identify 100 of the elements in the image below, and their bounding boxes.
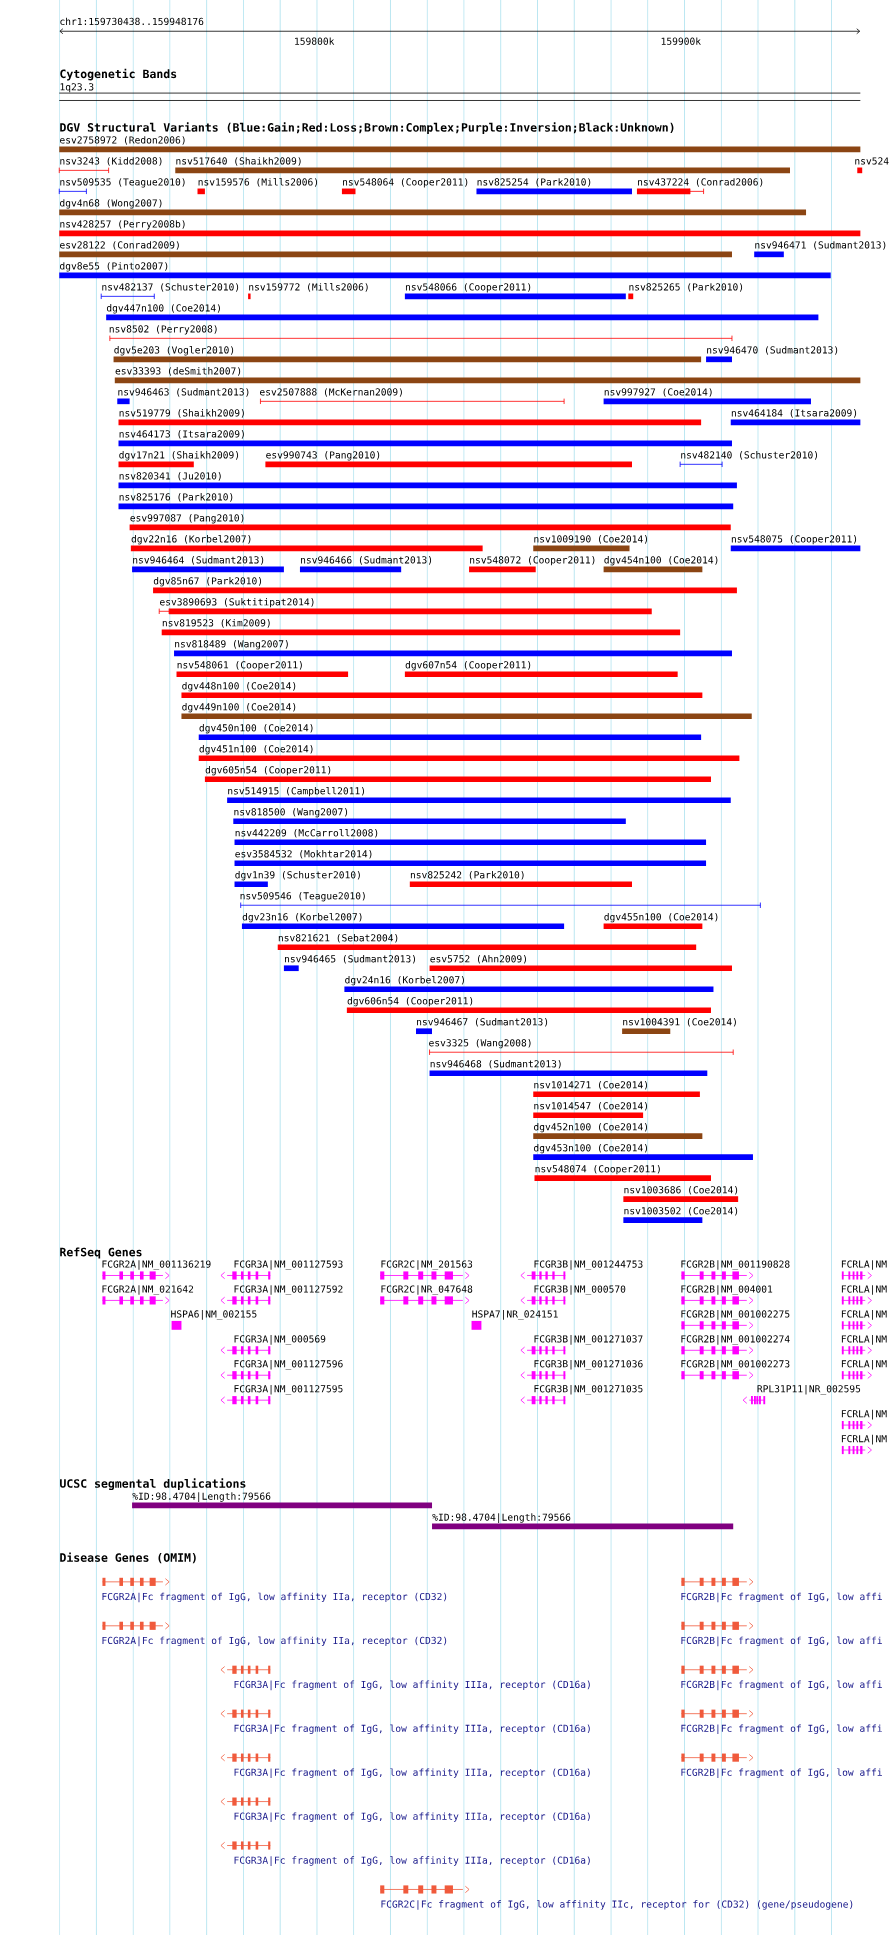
variant-label: nsv1009190 (Coe2014) — [534, 535, 648, 544]
variant-label: nsv464173 (Itsara2009) — [119, 430, 244, 439]
gene-label: FCGR3A|NM_001127596 — [234, 1360, 343, 1370]
variant-label: dgv23n16 (Korbel2007) — [242, 913, 362, 923]
variant-label: dgv5e203 (Vogler2010) — [114, 346, 234, 356]
gene-label: FCGR2B|NM_001002273 — [681, 1360, 790, 1370]
variant-label: nsv159772 (Mills2006) — [249, 283, 368, 292]
variant-label: dgv453n100 (Coe2014) — [534, 1144, 648, 1154]
disease-gene-label: FCGR2B|Fc fragment of IgG, low affi — [681, 1636, 882, 1647]
variant-label: nsv1014271 (Coe2014) — [534, 1081, 648, 1090]
variant-label: dgv17n21 (Shaikh2009) — [119, 451, 239, 461]
variant-label: esv3325 (Wang2008) — [429, 1039, 531, 1049]
variant-label: nsv825242 (Park2010) — [410, 871, 524, 880]
gene-label: FCGR3A|NM_000569 — [234, 1335, 326, 1345]
variant-label: dgv605n54 (Cooper2011) — [205, 766, 331, 776]
gene-label: FCGR2C|NM_201563 — [381, 1260, 473, 1270]
variant-label: nsv3243 (Kidd2008) — [60, 157, 162, 166]
gene-label: FCGR3A|NM_001127593 — [234, 1260, 343, 1270]
gene-label: FCRLA|NM — [841, 1335, 887, 1345]
variant-label: dgv452n100 (Coe2014) — [534, 1123, 648, 1133]
band-label: 1q23.3 — [60, 83, 94, 93]
gene-label: HSPA7|NR_024151 — [472, 1310, 558, 1320]
axis-label: 159800k — [295, 37, 335, 45]
variant-label: esv2507888 (McKernan2009) — [260, 388, 402, 397]
variant-label: dgv450n100 (Coe2014) — [199, 724, 313, 734]
variant-label: nsv548066 (Cooper2011) — [406, 283, 531, 293]
gene-label: FCGR2B|NM_001002274 — [681, 1335, 790, 1345]
variant-label: nsv437224 (Conrad2006) — [638, 178, 763, 187]
variant-label: esv990743 (Pang2010) — [266, 451, 380, 461]
duplication-label: %ID:98.4704|Length:79566 — [132, 1492, 271, 1502]
variant-label: nsv819523 (Kim2009) — [162, 619, 270, 628]
track-title: DGV Structural Variants (Blue:Gain;Red:Loss;Brown:Complex;Purple:Inversion;Black:Unknown) — [60, 122, 674, 134]
variant-label: nsv946465 (Sudmant2013) — [285, 955, 416, 964]
variant-label: nsv8502 (Perry2008) — [109, 325, 217, 335]
variant-label: nsv820341 (Ju2010) — [119, 472, 221, 481]
gene-label: FCGR3B|NM_001271036 — [534, 1360, 643, 1370]
variant-label: nsv548064 (Cooper2011) — [343, 178, 468, 188]
gene-label: FCRLA|NM — [841, 1260, 887, 1270]
track-title: UCSC segmental duplications — [60, 1478, 246, 1491]
variant-label: esv5752 (Ahn2009) — [430, 955, 526, 964]
gene-label: FCGR2B|NM_004001 — [681, 1285, 773, 1295]
variant-label: nsv825176 (Park2010) — [119, 493, 233, 502]
variant-label: esv33393 (deSmith2007) — [115, 367, 241, 376]
variant-label: nsv509535 (Teague2010) — [60, 178, 185, 188]
variant-label: dgv85n67 (Park2010) — [153, 577, 262, 587]
variant-label: dgv451n100 (Coe2014) — [199, 745, 313, 755]
disease-gene-label: FCGR2B|Fc fragment of IgG, low affi — [681, 1768, 882, 1779]
variant-label: nsv1003686 (Coe2014) — [624, 1186, 738, 1195]
gene-label: FCGR3A|NM_001127595 — [234, 1384, 343, 1395]
gene-label: FCGR2B|NM_001002275 — [681, 1310, 790, 1320]
variant-label: nsv825265 (Park2010) — [629, 283, 743, 292]
variant-label: dgv447n100 (Coe2014) — [106, 304, 220, 314]
disease-gene-label: FCGR3A|Fc fragment of IgG, low affinity IIIa, receptor (CD16a) — [234, 1856, 590, 1866]
variant-label: dgv606n54 (Cooper2011) — [347, 997, 473, 1007]
variant-label: nsv548061 (Cooper2011) — [177, 661, 302, 671]
variant-label: nsv482140 (Schuster2010) — [681, 451, 818, 460]
gene-label: FCGR3B|NM_000570 — [534, 1285, 626, 1295]
variant-label: esv3584532 (Mokhtar2014) — [235, 850, 372, 859]
variant-label: nsv946471 (Sudmant2013) — [755, 241, 886, 250]
disease-gene-label: FCGR2A|Fc fragment of IgG, low affinity IIa, receptor (CD32) — [102, 1636, 447, 1647]
variant-label: dgv4n68 (Wong2007) — [60, 199, 162, 209]
variant-label: nsv946464 (Sudmant2013) — [133, 556, 264, 565]
disease-gene-label: FCGR2B|Fc fragment of IgG, low affi — [681, 1592, 882, 1603]
track-title: Cytogenetic Bands — [60, 68, 177, 81]
variant-label: nsv428257 (Perry2008b) — [60, 220, 185, 230]
variant-label: nsv821621 (Sebat2004) — [278, 934, 398, 943]
variant-label: nsv514915 (Campbell2011) — [228, 787, 365, 797]
duplication-label: %ID:98.4704|Length:79566 — [432, 1513, 571, 1523]
variant-label: nsv548072 (Cooper2011) — [470, 556, 595, 566]
disease-gene-label: FCGR2B|Fc fragment of IgG, low affi — [681, 1680, 882, 1691]
disease-gene-label: FCGR3A|Fc fragment of IgG, low affinity IIIa, receptor (CD16a) — [234, 1680, 590, 1691]
variant-label: nsv946467 (Sudmant2013) — [417, 1018, 548, 1027]
gene-label: FCGR2A|NM_001136219 — [102, 1260, 211, 1270]
gene-label: RPL31P11|NR_002595 — [757, 1384, 861, 1395]
axis-label: chr1:159730438..159948176 — [60, 17, 204, 26]
variant-label: nsv1014547 (Coe2014) — [534, 1102, 648, 1111]
variant-label: nsv946470 (Sudmant2013) — [707, 346, 838, 355]
variant-label: nsv1003502 (Coe2014) — [624, 1207, 738, 1216]
variant-label: dgv448n100 (Coe2014) — [182, 682, 296, 692]
variant-label: dgv455n100 (Coe2014) — [604, 913, 718, 923]
variant-label: nsv548074 (Cooper2011) — [535, 1165, 660, 1175]
gene-label: FCRLA|NM — [841, 1360, 887, 1370]
variant-label: nsv818500 (Wang2007) — [234, 808, 348, 818]
gene-label: FCRLA|NM — [841, 1434, 887, 1445]
variant-label: nsv946468 (Sudmant2013) — [430, 1060, 561, 1069]
variant-label: nsv1004391 (Coe2014) — [623, 1018, 736, 1027]
variant-label: dgv8e55 (Pinto2007) — [60, 262, 168, 272]
disease-gene-label: FCGR3A|Fc fragment of IgG, low affinity IIIa, receptor (CD16a) — [234, 1724, 590, 1735]
gene-label: FCGR3B|NM_001271035 — [534, 1384, 643, 1395]
variant-label: nsv524 — [855, 157, 889, 165]
variant-label: dgv454n100 (Coe2014) — [604, 556, 718, 566]
variant-label: dgv24n16 (Korbel2007) — [345, 975, 464, 986]
disease-gene-label: FCGR3A|Fc fragment of IgG, low affinity IIIa, receptor (CD16a) — [234, 1768, 590, 1779]
variant-label: esv3890693 (Suktitipat2014) — [160, 598, 314, 608]
gene-label: FCGR2B|NM_001190828 — [681, 1260, 790, 1270]
track-title: Disease Genes (OMIM) — [60, 1552, 196, 1564]
gene-label: FCGR3B|NM_001271037 — [534, 1335, 643, 1345]
variant-label: nsv517640 (Shaikh2009) — [176, 157, 301, 166]
variant-label: dgv1n39 (Schuster2010) — [235, 871, 360, 881]
gene-label: HSPA6|NM_002155 — [171, 1310, 257, 1320]
